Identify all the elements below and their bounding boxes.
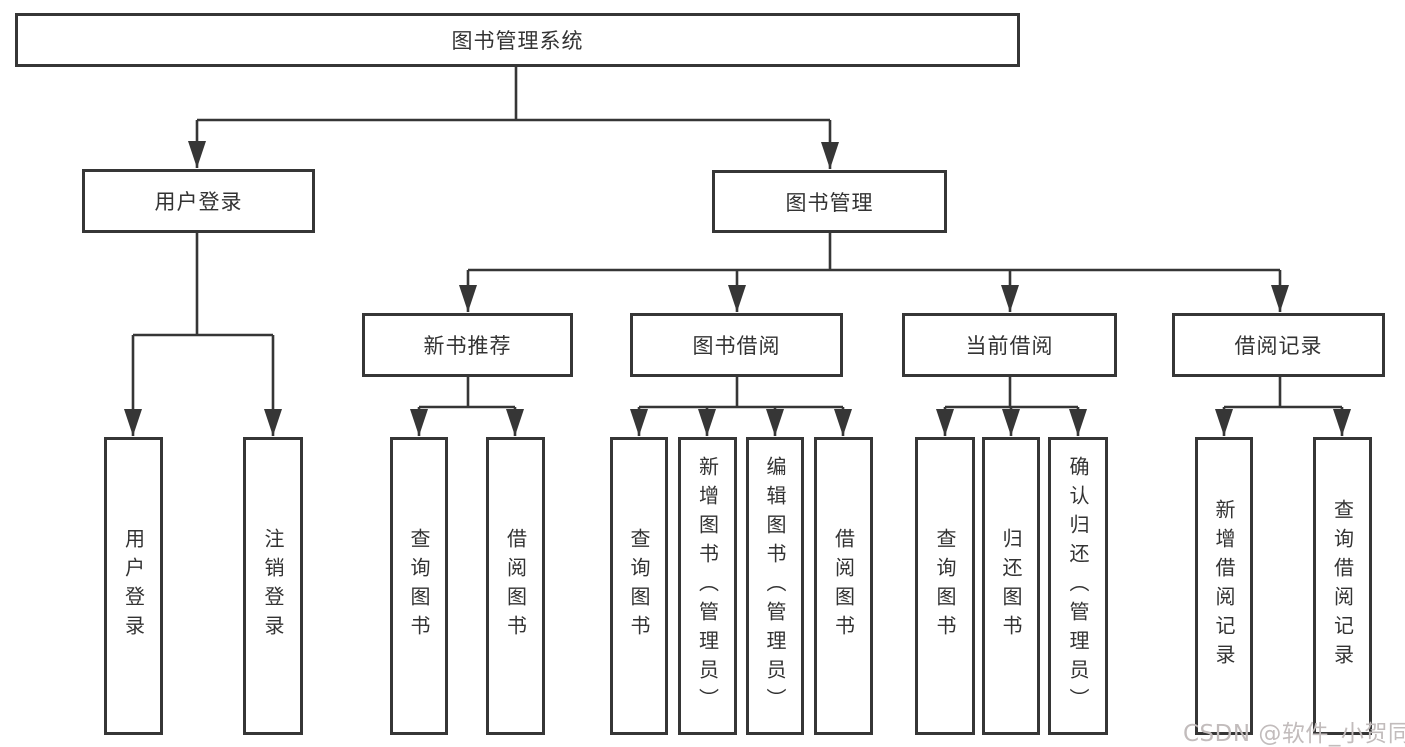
- node-label: 新增图书（管理员）: [695, 455, 720, 717]
- node-current-borrowing: 当前借阅: [902, 313, 1117, 377]
- node-label: 新书推荐: [423, 334, 512, 358]
- leaf-add-borrow-record: 新增借阅记录: [1195, 437, 1253, 735]
- leaf-query-books: 查询图书: [915, 437, 975, 735]
- leaf-query-books: 查询图书: [610, 437, 668, 735]
- node-label: 查询图书: [627, 528, 651, 644]
- node-book-borrowing: 图书借阅: [630, 313, 843, 377]
- leaf-logout-login: 注销登录: [243, 437, 303, 735]
- leaf-confirm-return-admin: 确认归还（管理员）: [1048, 437, 1108, 735]
- node-label: 查询借阅记录: [1330, 499, 1355, 673]
- node-label: 归还图书: [999, 528, 1023, 644]
- node-label: 借阅图书: [503, 528, 528, 644]
- node-label: 确认归还（管理员）: [1066, 455, 1090, 717]
- node-new-book-recommendation: 新书推荐: [362, 313, 573, 377]
- leaf-borrow-books: 借阅图书: [814, 437, 873, 735]
- leaf-edit-books-admin: 编辑图书（管理员）: [746, 437, 804, 735]
- node-label: 查询图书: [407, 528, 431, 644]
- watermark: CSDN @软件_小贺同学: [1183, 721, 1405, 747]
- node-library-management-system: 图书管理系统: [15, 13, 1020, 67]
- node-borrowing-records: 借阅记录: [1172, 313, 1385, 377]
- node-label: 注销登录: [261, 528, 285, 644]
- node-book-management: 图书管理: [712, 170, 947, 233]
- node-label: 图书管理系统: [451, 29, 584, 53]
- leaf-query-borrow-record: 查询借阅记录: [1313, 437, 1372, 735]
- leaf-return-books: 归还图书: [982, 437, 1040, 735]
- node-label: 用户登录: [121, 528, 146, 644]
- node-label: 新增借阅记录: [1212, 499, 1236, 673]
- node-label: 用户登录: [154, 190, 243, 214]
- node-label: 查询图书: [933, 528, 957, 644]
- leaf-borrow-books: 借阅图书: [486, 437, 545, 735]
- node-label: 图书借阅: [692, 334, 781, 358]
- leaf-add-books-admin: 新增图书（管理员）: [678, 437, 737, 735]
- node-label: 当前借阅: [965, 334, 1054, 358]
- leaf-query-books: 查询图书: [390, 437, 448, 735]
- node-user-login: 用户登录: [82, 169, 315, 233]
- node-label: 编辑图书（管理员）: [763, 455, 787, 717]
- leaf-user-login: 用户登录: [104, 437, 163, 735]
- node-label: 图书管理: [785, 190, 874, 215]
- node-label: 借阅图书: [831, 528, 856, 644]
- node-label: 借阅记录: [1234, 334, 1323, 358]
